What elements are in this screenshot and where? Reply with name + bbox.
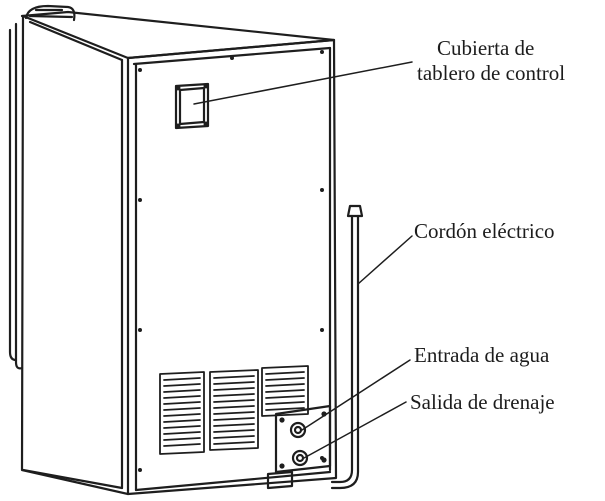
left-side-panel xyxy=(8,14,130,496)
leader-lines xyxy=(193,61,413,459)
control-panel-cover xyxy=(174,82,210,130)
label-water-inlet: Entrada de agua xyxy=(414,343,550,367)
leader-line-panel-cover xyxy=(193,61,413,105)
label-control-panel-cover-line2: tablero de control xyxy=(417,61,566,85)
back-panel xyxy=(20,10,338,496)
label-control-panel-cover-line1: Cubierta de xyxy=(437,36,535,60)
water-connection-plate xyxy=(266,404,332,490)
label-drain-outlet: Salida de drenaje xyxy=(410,390,555,414)
power-cord xyxy=(330,204,364,490)
label-power-cord: Cordón eléctrico xyxy=(414,219,555,243)
leader-line-drain-outlet xyxy=(303,401,407,459)
leader-line-water-inlet xyxy=(301,359,411,431)
ventilation-grilles xyxy=(159,365,309,455)
rivets xyxy=(138,50,324,472)
leader-line-power-cord xyxy=(357,235,413,285)
